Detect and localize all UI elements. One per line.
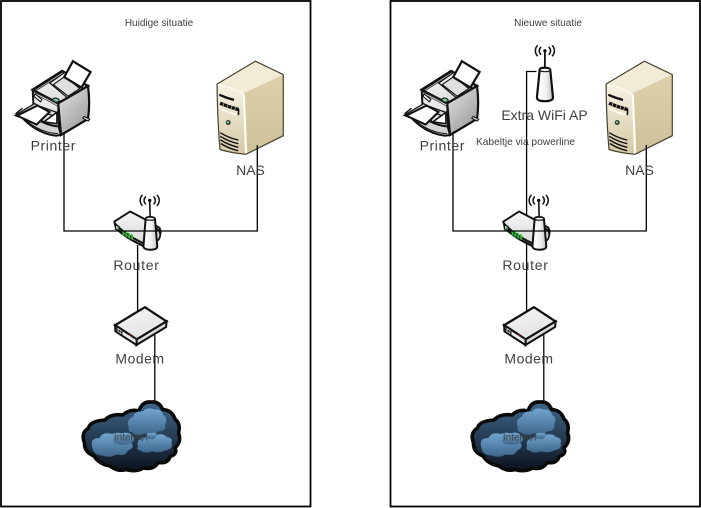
svg-text:NAS: NAS: [236, 162, 265, 178]
svg-text:Printer: Printer: [31, 138, 76, 154]
svg-text:Internet: Internet: [503, 433, 537, 444]
svg-text:Nieuwe situatie: Nieuwe situatie: [514, 18, 582, 29]
svg-text:Internet: Internet: [114, 433, 148, 444]
svg-text:Router: Router: [113, 257, 159, 273]
svg-text:Huidige situatie: Huidige situatie: [125, 18, 194, 29]
svg-text:Kabeltje via powerline: Kabeltje via powerline: [476, 137, 575, 148]
svg-text:Modem: Modem: [504, 351, 553, 367]
svg-text:Extra WiFi AP: Extra WiFi AP: [501, 107, 587, 123]
svg-text:NAS: NAS: [625, 162, 654, 178]
svg-text:Router: Router: [502, 257, 548, 273]
svg-text:Printer: Printer: [420, 138, 465, 154]
svg-text:Modem: Modem: [115, 351, 164, 367]
